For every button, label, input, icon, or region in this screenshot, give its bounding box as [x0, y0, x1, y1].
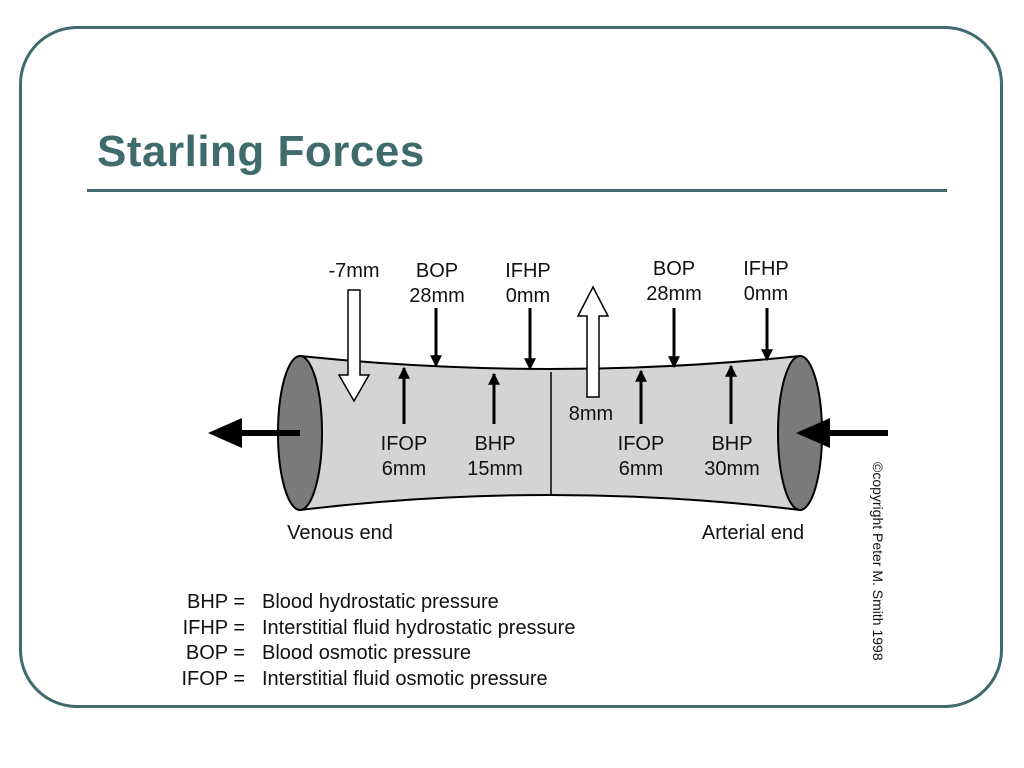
venous-bop-label: BOP [416, 260, 458, 282]
venous-net-pressure-label: -7mm [328, 260, 379, 282]
arterial-bhp-value: 30mm [704, 458, 760, 480]
copyright-notice: ©copyright Peter M. Smith 1998 [870, 462, 886, 661]
arterial-net-pressure-label: 8mm [569, 403, 613, 425]
arterial-bop-label: BOP [653, 258, 695, 280]
arterial-ifop-value: 6mm [619, 458, 663, 480]
arterial-inflow-arrow [796, 418, 888, 448]
legend-desc: Blood hydrostatic pressure [262, 591, 499, 613]
legend-desc: Interstitial fluid osmotic pressure [262, 668, 548, 690]
arterial-end-label: Arterial end [702, 522, 804, 544]
legend-abbr: IFHP = [183, 617, 245, 639]
venous-net-inward-arrow [337, 289, 371, 403]
venous-ifop-label: IFOP [381, 433, 428, 455]
venous-bhp-label: BHP [474, 433, 515, 455]
venous-bop-value: 28mm [409, 285, 465, 307]
arterial-ifhp-value: 0mm [744, 283, 788, 305]
legend-desc: Blood osmotic pressure [262, 642, 471, 664]
arterial-net-outward-arrow [576, 285, 610, 398]
legend-desc: Interstitial fluid hydrostatic pressure [262, 617, 575, 639]
arterial-bhp-label: BHP [711, 433, 752, 455]
venous-bhp-value: 15mm [467, 458, 523, 480]
venous-ifop-value: 6mm [382, 458, 426, 480]
arterial-bop-value: 28mm [646, 283, 702, 305]
venous-ifhp-value: 0mm [506, 285, 550, 307]
legend-abbr: BOP = [186, 642, 245, 664]
venous-outflow-arrow [208, 418, 300, 448]
slide-title: Starling Forces [97, 127, 425, 176]
venous-ifhp-label: IFHP [505, 260, 551, 282]
venous-end-label: Venous end [287, 522, 393, 544]
arterial-ifop-label: IFOP [618, 433, 665, 455]
slide-frame [19, 26, 1003, 708]
title-underline [87, 189, 947, 192]
legend-abbr: BHP = [187, 591, 245, 613]
legend-abbr: IFOP = [181, 668, 245, 690]
abbreviation-legend: BHP = Blood hydrostatic pressure IFHP = … [181, 591, 575, 690]
arterial-ifhp-label: IFHP [743, 258, 789, 280]
